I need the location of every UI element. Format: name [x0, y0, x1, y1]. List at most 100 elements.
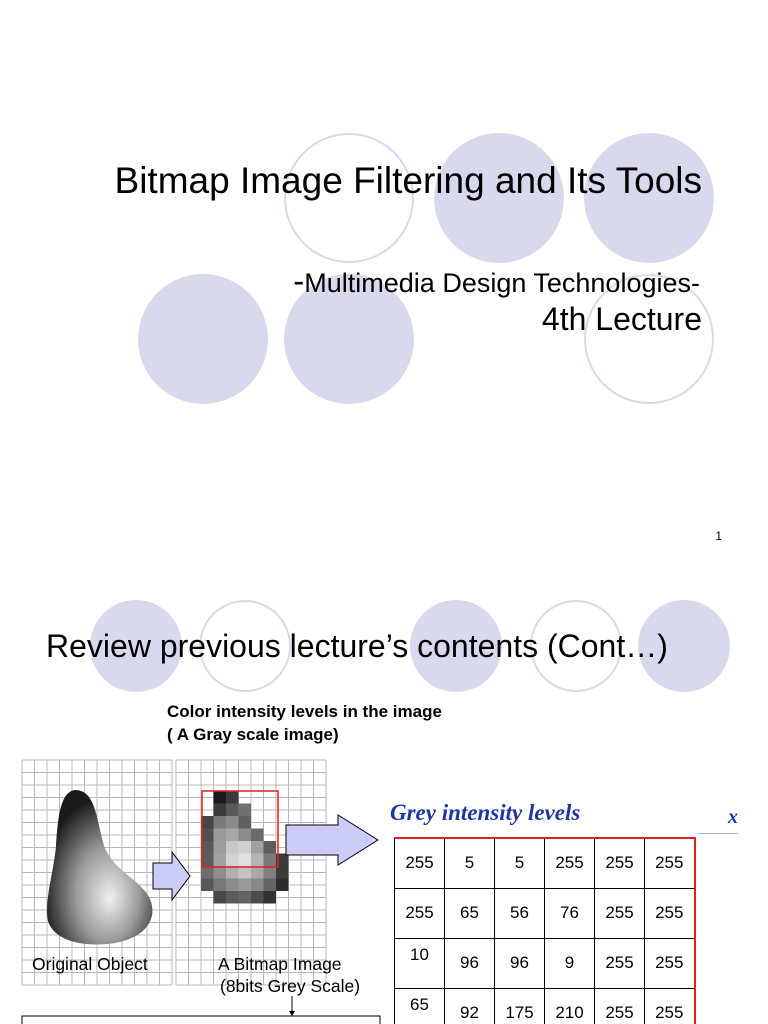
decor-circle: [434, 133, 564, 263]
decor-circle: [530, 600, 622, 692]
decor-circle: [90, 600, 182, 692]
bitmap-pixel: [238, 828, 251, 841]
review-slide: Review previous lecture’s contents (Cont…: [0, 556, 768, 1024]
table-row: 10 96 96 9 255 255: [394, 937, 696, 989]
arrow-small: [152, 850, 191, 902]
bitmap-pixel: [251, 841, 264, 854]
bitmap-pixel: [213, 878, 226, 891]
decor-circle: [584, 274, 714, 404]
bitmap-pixel: [263, 853, 276, 866]
bitmap-label-line2: (8bits Grey Scale): [220, 976, 361, 996]
bitmap-label-line1: A Bitmap Image: [218, 954, 342, 974]
bitmap-pixel: [213, 866, 226, 879]
x-axis-line: [698, 833, 738, 834]
original-object-label: Original Object: [32, 954, 148, 974]
bitmap-pixel: [251, 853, 264, 866]
table-cell: 255: [644, 887, 696, 939]
bitmap-pixel: [238, 841, 251, 854]
bitmap-pixel: [276, 853, 289, 866]
table-row: 255 5 5 255 255 255: [394, 837, 696, 889]
bitmap-pixel: [251, 891, 264, 904]
arrow-large: [285, 814, 379, 866]
table-cell: 255: [544, 837, 595, 889]
bitmap-pixel: [238, 866, 251, 879]
bitmap-pixel: [251, 866, 264, 879]
table-cell: 10: [394, 937, 445, 989]
grey-levels-title: Grey intensity levels: [390, 800, 581, 825]
table-cell: 210: [544, 987, 595, 1024]
table-cell: 255: [644, 987, 696, 1024]
table-cell: 255: [594, 887, 645, 939]
bitmap-pixel: [263, 891, 276, 904]
table-cell: 5: [494, 837, 545, 889]
figure-caption: Color intensity levels in the image ( A …: [167, 700, 442, 746]
table-cell: 65: [444, 887, 495, 939]
title-slide: Bitmap Image Filtering and Its Tools -Mu…: [40, 133, 722, 543]
table-cell: 92: [444, 987, 495, 1024]
table-cell: 255: [594, 837, 645, 889]
table-cell: 255: [394, 887, 445, 939]
bitmap-pixel: [263, 866, 276, 879]
bitmap-pixel: [213, 816, 226, 829]
decor-circle: [410, 600, 502, 692]
bitmap-pixel: [226, 791, 239, 804]
table-cell: 255: [594, 987, 645, 1024]
bitmap-pixel: [226, 866, 239, 879]
subtitle-dash: -: [293, 262, 305, 299]
bitmap-pixel: [201, 853, 214, 866]
connector-arrowhead: [289, 1011, 295, 1016]
lower-box: [21, 1015, 381, 1024]
table-cell: 255: [594, 937, 645, 989]
bitmap-pixel: [201, 878, 214, 891]
slide-title: Review previous lecture’s contents (Cont…: [46, 628, 668, 664]
bitmap-pixel: [213, 891, 226, 904]
decor-circle: [199, 600, 291, 692]
bitmap-pixel: [238, 853, 251, 866]
slide-title: Bitmap Image Filtering and Its Tools: [114, 160, 702, 201]
caption-line: Color intensity levels in the image: [167, 702, 442, 721]
bitmap-pixel: [201, 866, 214, 879]
table-cell: 65: [394, 987, 445, 1024]
bitmap-pixel: [238, 878, 251, 891]
table-cell: 175: [494, 987, 545, 1024]
decor-circle: [584, 133, 714, 263]
bitmap-pixel: [226, 816, 239, 829]
bitmap-pixel: [226, 803, 239, 816]
table-cell: 96: [444, 937, 495, 989]
bitmap-pixel: [201, 841, 214, 854]
table-cell: 255: [644, 837, 696, 889]
bitmap-pixel: [238, 803, 251, 816]
decor-circle: [138, 274, 268, 404]
bitmap-pixel: [213, 803, 226, 816]
bitmap-pixel: [201, 816, 214, 829]
bitmap-pixel: [276, 878, 289, 891]
table-cell: 9: [544, 937, 595, 989]
bitmap-pixel: [238, 891, 251, 904]
intensity-table: 255 5 5 255 255 255 255 65 56 76 255 255…: [394, 837, 696, 1024]
table-cell: 255: [644, 937, 696, 989]
bitmap-pixel: [226, 891, 239, 904]
table-cell: 56: [494, 887, 545, 939]
table-row: 255 65 56 76 255 255: [394, 887, 696, 939]
bitmap-pixel: [226, 878, 239, 891]
bitmap-pixel: [238, 816, 251, 829]
bitmap-pixel: [263, 878, 276, 891]
bitmap-pixel: [263, 841, 276, 854]
table-cell: 96: [494, 937, 545, 989]
bitmap-pixel: [226, 828, 239, 841]
slide-subtitle: -Multimedia Design Technologies-: [40, 262, 700, 300]
bitmap-pixel: [201, 828, 214, 841]
subtitle-text: Multimedia Design Technologies-: [304, 268, 700, 298]
bitmap-pixels: [201, 791, 289, 904]
table-cell: 255: [394, 837, 445, 889]
bitmap-pixel: [251, 878, 264, 891]
selection-box: [201, 790, 279, 868]
decor-circle: [284, 274, 414, 404]
page-number: 1: [715, 529, 722, 543]
x-axis-label: x: [728, 806, 738, 828]
bitmap-pixel: [226, 841, 239, 854]
bitmap-pixel: [213, 853, 226, 866]
decor-circle: [638, 600, 730, 692]
table-row: 65 92 175 210 255 255: [394, 987, 696, 1024]
bitmap-pixel: [213, 841, 226, 854]
